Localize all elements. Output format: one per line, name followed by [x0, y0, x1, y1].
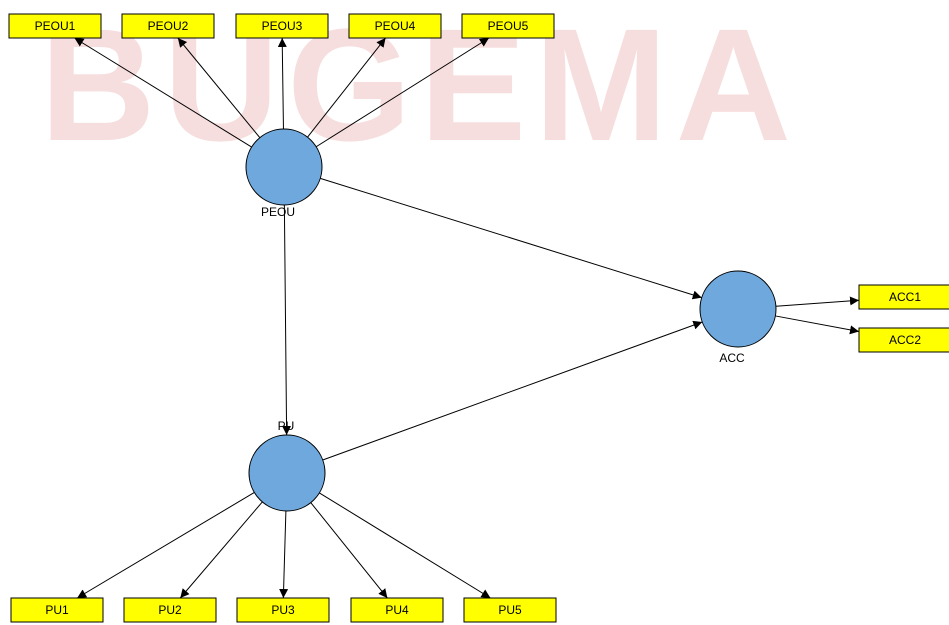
indicator-box[interactable] — [235, 13, 329, 39]
indicator-pu3[interactable]: PU3 — [236, 597, 330, 623]
construct-circle[interactable] — [248, 434, 326, 512]
edge-pu-to-pu1 — [76, 492, 255, 599]
indicator-box[interactable] — [8, 13, 102, 39]
indicator-label: ACC2 — [889, 333, 921, 347]
edge-peou-to-peou5 — [315, 37, 490, 148]
path-pu-to-acc — [322, 320, 703, 461]
indicator-box[interactable] — [461, 13, 555, 39]
indicator-pu5[interactable]: PU5 — [463, 597, 557, 623]
indicator-box[interactable] — [858, 327, 949, 353]
indicator-label: PU1 — [45, 603, 69, 617]
indicator-label: PEOU3 — [262, 19, 303, 33]
indicator-box[interactable] — [236, 597, 330, 623]
indicator-peou5[interactable]: PEOU5 — [461, 13, 555, 39]
construct-label: PEOU — [261, 205, 295, 219]
indicator-label: PEOU2 — [148, 19, 189, 33]
indicator-box[interactable] — [123, 597, 217, 623]
indicator-acc1[interactable]: ACC1 — [858, 284, 949, 310]
indicator-peou4[interactable]: PEOU4 — [348, 13, 442, 39]
indicator-acc2[interactable]: ACC2 — [858, 327, 949, 353]
construct-pu[interactable]: PU — [248, 419, 326, 512]
edge-peou-to-peou1 — [74, 37, 252, 148]
edge-peou-to-peou4 — [307, 37, 386, 138]
construct-label: ACC — [719, 351, 745, 365]
indicator-peou2[interactable]: PEOU2 — [121, 13, 215, 39]
indicator-label: PU5 — [498, 603, 522, 617]
indicator-box[interactable] — [463, 597, 557, 623]
construct-peou[interactable]: PEOU — [245, 128, 323, 219]
indicator-box[interactable] — [10, 597, 104, 623]
indicator-peou1[interactable]: PEOU1 — [8, 13, 102, 39]
indicator-box[interactable] — [348, 13, 442, 39]
indicator-label: ACC1 — [889, 290, 921, 304]
indicator-box[interactable] — [350, 597, 444, 623]
indicator-peou3[interactable]: PEOU3 — [235, 13, 329, 39]
edges-layer — [74, 37, 860, 599]
indicator-label: PEOU4 — [375, 19, 416, 33]
construct-circle[interactable] — [245, 128, 323, 206]
path-peou-to-pu — [282, 204, 292, 436]
indicator-label: PEOU1 — [35, 19, 76, 33]
edge-peou-to-peou3 — [277, 37, 287, 130]
construct-circle[interactable] — [699, 270, 777, 348]
edge-pu-to-pu3 — [279, 510, 289, 599]
edge-peou-to-peou2 — [177, 37, 261, 138]
edge-acc-to-acc2 — [775, 315, 860, 335]
indicator-label: PU4 — [385, 603, 409, 617]
indicator-label: PU2 — [158, 603, 182, 617]
indicator-pu1[interactable]: PU1 — [10, 597, 104, 623]
edge-pu-to-pu5 — [319, 492, 491, 599]
indicator-label: PU3 — [271, 603, 295, 617]
edge-pu-to-pu2 — [179, 501, 263, 599]
edge-pu-to-pu4 — [310, 502, 388, 599]
path-peou-to-acc — [320, 177, 702, 300]
construct-acc[interactable]: ACC — [699, 270, 777, 365]
construct-label: PU — [278, 419, 295, 433]
indicator-box[interactable] — [858, 284, 949, 310]
edge-acc-to-acc1 — [775, 296, 860, 307]
indicator-box[interactable] — [121, 13, 215, 39]
indicator-pu2[interactable]: PU2 — [123, 597, 217, 623]
indicator-pu4[interactable]: PU4 — [350, 597, 444, 623]
indicator-label: PEOU5 — [488, 19, 529, 33]
